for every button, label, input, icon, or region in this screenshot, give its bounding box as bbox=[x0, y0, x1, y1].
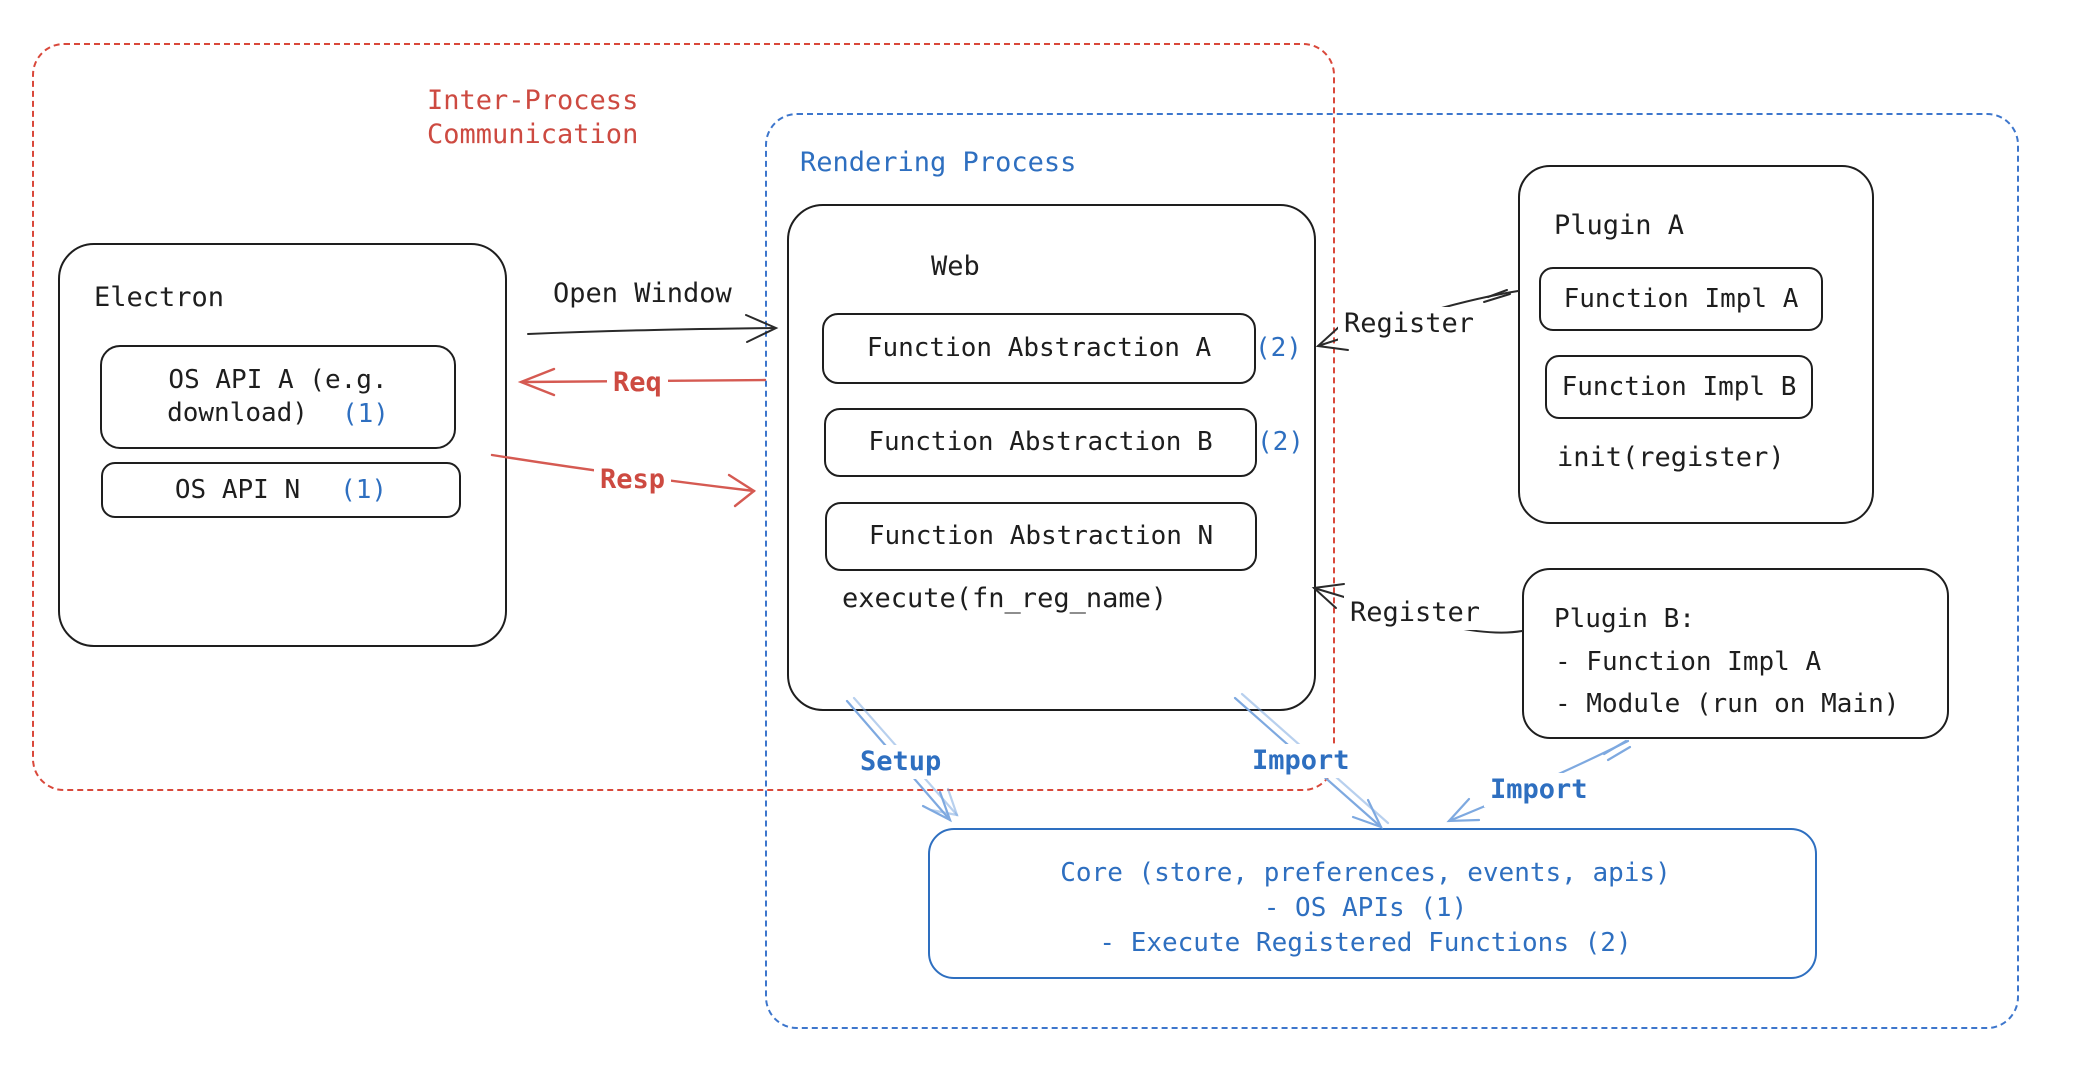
register-bottom-label: Register bbox=[1344, 596, 1487, 630]
web-execute-label: execute(fn_reg_name) bbox=[842, 583, 1168, 614]
core-line-2: - OS APIs (1) bbox=[1263, 893, 1468, 923]
setup-label: Setup bbox=[854, 745, 948, 779]
req-label: Req bbox=[607, 366, 668, 400]
os-api-n-box: OS API N (1) bbox=[101, 462, 461, 518]
plugin-a-title: Plugin A bbox=[1554, 210, 1685, 241]
import-mid-label: Import bbox=[1246, 744, 1356, 778]
function-abstraction-a-box: Function Abstraction A bbox=[822, 313, 1256, 384]
web-title: Web bbox=[931, 251, 980, 282]
function-abstraction-a-label: Function Abstraction A bbox=[866, 333, 1212, 363]
core-line-1: Core (store, preferences, events, apis) bbox=[1060, 858, 1671, 888]
core-box: Core (store, preferences, events, apis) … bbox=[928, 828, 1817, 979]
plugin-a-impl-a-label: Function Impl A bbox=[1563, 283, 1799, 314]
plugin-b-item-impl-a: - Function Impl A bbox=[1555, 647, 1822, 677]
register-top-label: Register bbox=[1338, 307, 1481, 341]
plugin-a-box: Plugin A Function Impl A Function Impl B… bbox=[1518, 165, 1874, 524]
core-text: Core (store, preferences, events, apis) … bbox=[930, 856, 1801, 961]
rendering-process-group-box bbox=[765, 113, 2019, 1029]
function-abstraction-b-label: Function Abstraction B bbox=[868, 427, 1213, 457]
function-abstraction-n-box: Function Abstraction N bbox=[825, 502, 1257, 571]
core-line-3: - Execute Registered Functions (2) bbox=[1099, 928, 1632, 958]
function-abstraction-b-box: Function Abstraction B bbox=[824, 408, 1257, 477]
plugin-a-impl-b-box: Function Impl B bbox=[1545, 355, 1813, 419]
electron-box: Electron OS API A (e.g. download) (1) OS… bbox=[58, 243, 507, 647]
plugin-a-init-label: init(register) bbox=[1557, 442, 1785, 473]
ipc-group-box bbox=[32, 43, 1335, 791]
electron-title: Electron bbox=[94, 282, 225, 313]
web-box: Web Function Abstraction A (2) Function … bbox=[787, 204, 1316, 711]
plugin-b-box: Plugin B: - Function Impl A - Module (ru… bbox=[1522, 568, 1949, 739]
os-api-a-badge: (1) bbox=[341, 398, 389, 429]
function-abstraction-n-label: Function Abstraction N bbox=[868, 521, 1214, 551]
os-api-n-badge: (1) bbox=[340, 475, 388, 505]
os-api-n-label: OS API N bbox=[174, 474, 301, 505]
plugin-a-impl-b-label: Function Impl B bbox=[1561, 371, 1797, 402]
import-right-label: Import bbox=[1484, 773, 1594, 807]
function-abstraction-b-badge: (2) bbox=[1257, 427, 1304, 457]
function-abstraction-a-badge: (2) bbox=[1255, 333, 1302, 363]
os-api-a-label-line1: OS API A (e.g. bbox=[168, 365, 388, 395]
resp-label: Resp bbox=[594, 463, 672, 497]
rendering-process-title: Rendering Process bbox=[800, 147, 1077, 178]
os-api-a-label-line2: download) bbox=[167, 398, 308, 428]
plugin-b-item-module: - Module (run on Main) bbox=[1555, 689, 1900, 719]
plugin-a-impl-a-box: Function Impl A bbox=[1539, 267, 1823, 331]
plugin-b-title: Plugin B: bbox=[1554, 604, 1695, 634]
ipc-group-title: Inter-Process Communication bbox=[427, 85, 639, 150]
open-window-label: Open Window bbox=[553, 278, 732, 309]
os-api-a-box: OS API A (e.g. download) (1) bbox=[100, 345, 456, 449]
